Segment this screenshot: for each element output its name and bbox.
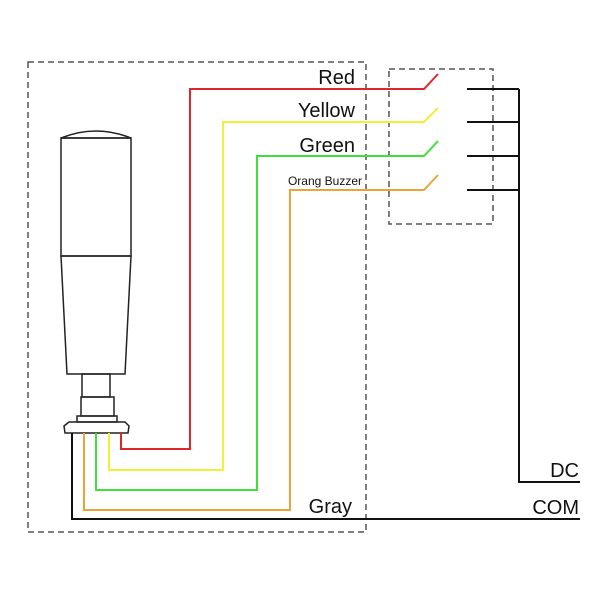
- wire-gray-common: [71, 433, 580, 520]
- dc-line: [518, 89, 580, 483]
- wire-yellow: [108, 107, 439, 471]
- tower-light-module: [60, 137, 132, 257]
- tower-collar: [80, 396, 115, 417]
- label-com: COM: [532, 497, 579, 519]
- label-red: Red: [318, 67, 355, 89]
- label-yellow: Yellow: [298, 100, 356, 122]
- label-orange-buzzer: Orang Buzzer: [288, 174, 362, 188]
- wire-green: [95, 140, 439, 491]
- tower-flange: [63, 421, 130, 434]
- signal-tower-icon: [60, 130, 132, 434]
- tower-ring: [76, 415, 118, 423]
- tower-base-module: [60, 255, 132, 375]
- label-gray: Gray: [309, 496, 352, 518]
- tower-neck: [81, 373, 111, 398]
- dc-bus: [467, 88, 580, 483]
- label-green: Green: [299, 135, 355, 157]
- tower-enclosure-box: [27, 61, 367, 533]
- tower-cap: [60, 130, 132, 139]
- wire-orange-buzzer: [83, 174, 439, 511]
- switch-enclosure-box: [388, 68, 494, 225]
- wire-red: [120, 73, 439, 450]
- label-dc: DC: [550, 460, 579, 482]
